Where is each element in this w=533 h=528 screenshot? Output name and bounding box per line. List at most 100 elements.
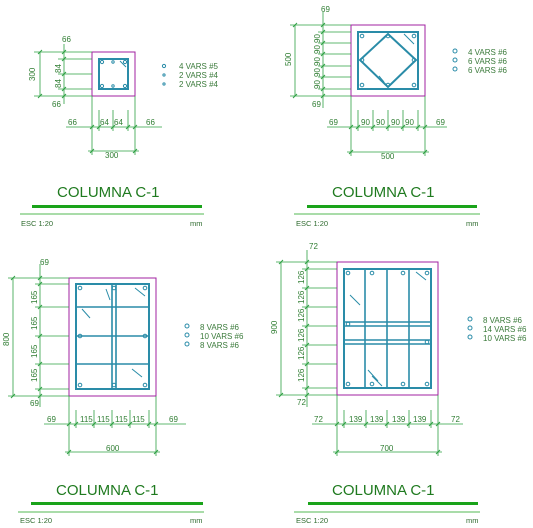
legend-bar-icon bbox=[162, 73, 166, 77]
dim-spacing: 90 bbox=[391, 118, 400, 127]
stirrup bbox=[343, 268, 432, 389]
unit-label: mm bbox=[466, 219, 479, 228]
stirrup bbox=[357, 31, 419, 90]
legend-item: 2 VARS #4 bbox=[179, 80, 219, 89]
title-underline bbox=[308, 502, 478, 505]
dim-right-cover: 69 bbox=[436, 118, 445, 127]
dim-spacing: 90 bbox=[361, 118, 370, 127]
dim-left-cover: 69 bbox=[329, 118, 338, 127]
legend-item: 10 VARS #6 bbox=[200, 332, 244, 341]
dim-right-cover: 69 bbox=[169, 415, 178, 424]
dim-spacing: 126 bbox=[297, 308, 306, 322]
legend-item: 10 VARS #6 bbox=[483, 334, 527, 343]
dim-left-cover: 69 bbox=[47, 415, 56, 424]
dimension-ticks bbox=[292, 22, 428, 155]
column-outline bbox=[336, 261, 439, 396]
legend-item: 2 VARS #4 bbox=[179, 71, 219, 80]
dim-spacing: 139 bbox=[413, 415, 427, 424]
dim-spacing: 115 bbox=[80, 415, 93, 424]
dim-spacing: 126 bbox=[297, 368, 306, 382]
column-outline bbox=[350, 24, 426, 97]
dim-spacing: 165 bbox=[30, 316, 39, 330]
dim-spacing: 64 bbox=[114, 118, 123, 127]
dim-right-cover: 72 bbox=[451, 415, 460, 424]
legend-item: 6 VARS #6 bbox=[468, 57, 508, 66]
dimension-ticks bbox=[37, 49, 138, 154]
legend-bar-icon bbox=[184, 341, 190, 347]
legend: 4 VARS #5 2 VARS #4 2 VARS #4 bbox=[161, 62, 219, 89]
drawing-title: COLUMNA C-1 bbox=[332, 482, 435, 499]
stirrup bbox=[75, 283, 150, 390]
dim-spacing: 90 bbox=[313, 57, 322, 66]
diamond-stirrup bbox=[358, 32, 418, 89]
dim-bottom-cover: 69 bbox=[30, 399, 39, 408]
legend-bar-icon bbox=[184, 323, 190, 329]
dim-top-cover: 69 bbox=[321, 5, 330, 14]
unit-label: mm bbox=[190, 516, 203, 525]
rebar-bars bbox=[359, 33, 417, 88]
dim-spacing: 126 bbox=[297, 270, 306, 284]
legend-item: 8 VARS #6 bbox=[483, 316, 523, 325]
legend-item: 8 VARS #6 bbox=[200, 341, 240, 350]
dim-top-cover: 66 bbox=[62, 35, 71, 44]
dim-spacing: 126 bbox=[297, 346, 306, 360]
dim-spacing: 126 bbox=[297, 290, 306, 304]
dim-spacing: 115 bbox=[132, 415, 145, 424]
rebar-bars bbox=[345, 270, 430, 387]
dimension-lines bbox=[34, 44, 162, 155]
dim-total-height: 500 bbox=[284, 52, 293, 66]
legend-bar-icon bbox=[162, 82, 166, 86]
dimension-ticks bbox=[278, 259, 441, 455]
dim-spacing: 90 bbox=[313, 34, 322, 43]
dim-left-cover: 72 bbox=[314, 415, 323, 424]
scale-label: ESC 1:20 bbox=[296, 516, 328, 525]
column-outline bbox=[68, 277, 157, 397]
drawing-title: COLUMNA C-1 bbox=[57, 184, 160, 201]
legend-bar-icon bbox=[161, 63, 167, 69]
dim-top-cover: 69 bbox=[40, 258, 49, 267]
drawing-title: COLUMNA C-1 bbox=[56, 482, 159, 499]
dim-total-height: 300 bbox=[28, 67, 37, 81]
title-underline bbox=[32, 205, 202, 208]
legend-bar-icon bbox=[467, 316, 473, 322]
legend-item: 4 VARS #5 bbox=[179, 62, 219, 71]
dimension-lines bbox=[290, 12, 447, 156]
legend-item: 4 VARS #6 bbox=[468, 48, 508, 57]
rebar-bars bbox=[77, 285, 148, 388]
dim-bottom-cover: 69 bbox=[312, 100, 321, 109]
scale-label: ESC 1:20 bbox=[21, 219, 53, 228]
unit-label: mm bbox=[466, 516, 479, 525]
dim-spacing: 90 bbox=[405, 118, 414, 127]
legend-bar-icon bbox=[184, 332, 190, 338]
dim-spacing: 126 bbox=[297, 328, 306, 342]
dim-total-width: 600 bbox=[106, 444, 120, 453]
dim-total-height: 800 bbox=[2, 332, 11, 346]
legend: 4 VARS #6 6 VARS #6 6 VARS #6 bbox=[452, 48, 508, 75]
dim-total-width: 700 bbox=[380, 444, 394, 453]
column-section-1: 66 300 84 84 66 66 64 64 66 300 4 VARS #… bbox=[20, 35, 219, 228]
dim-total-width: 300 bbox=[105, 151, 119, 160]
title-underline bbox=[31, 502, 203, 505]
dim-spacing: 84 bbox=[54, 79, 63, 88]
dimension-ticks bbox=[10, 275, 159, 455]
legend-bar-icon bbox=[467, 325, 473, 331]
legend-item: 14 VARS #6 bbox=[483, 325, 527, 334]
scale-label: ESC 1:20 bbox=[20, 516, 52, 525]
dim-bottom-cover: 72 bbox=[297, 398, 306, 407]
dim-spacing: 64 bbox=[100, 118, 109, 127]
dim-spacing: 165 bbox=[30, 290, 39, 304]
stirrup bbox=[98, 58, 129, 90]
column-section-2: 69 500 90 90 90 90 90 69 69 90 90 90 90 … bbox=[284, 5, 508, 228]
legend-item: 6 VARS #6 bbox=[468, 66, 508, 75]
dim-spacing: 90 bbox=[313, 80, 322, 89]
dim-spacing: 84 bbox=[54, 64, 63, 73]
dim-spacing: 115 bbox=[115, 415, 128, 424]
dim-spacing: 90 bbox=[313, 45, 322, 54]
dim-total-width: 500 bbox=[381, 152, 395, 161]
dim-left-cover: 66 bbox=[68, 118, 77, 127]
dimension-lines bbox=[276, 250, 463, 456]
dim-spacing: 90 bbox=[376, 118, 385, 127]
legend-bar-icon bbox=[452, 57, 458, 63]
dim-spacing: 165 bbox=[30, 368, 39, 382]
